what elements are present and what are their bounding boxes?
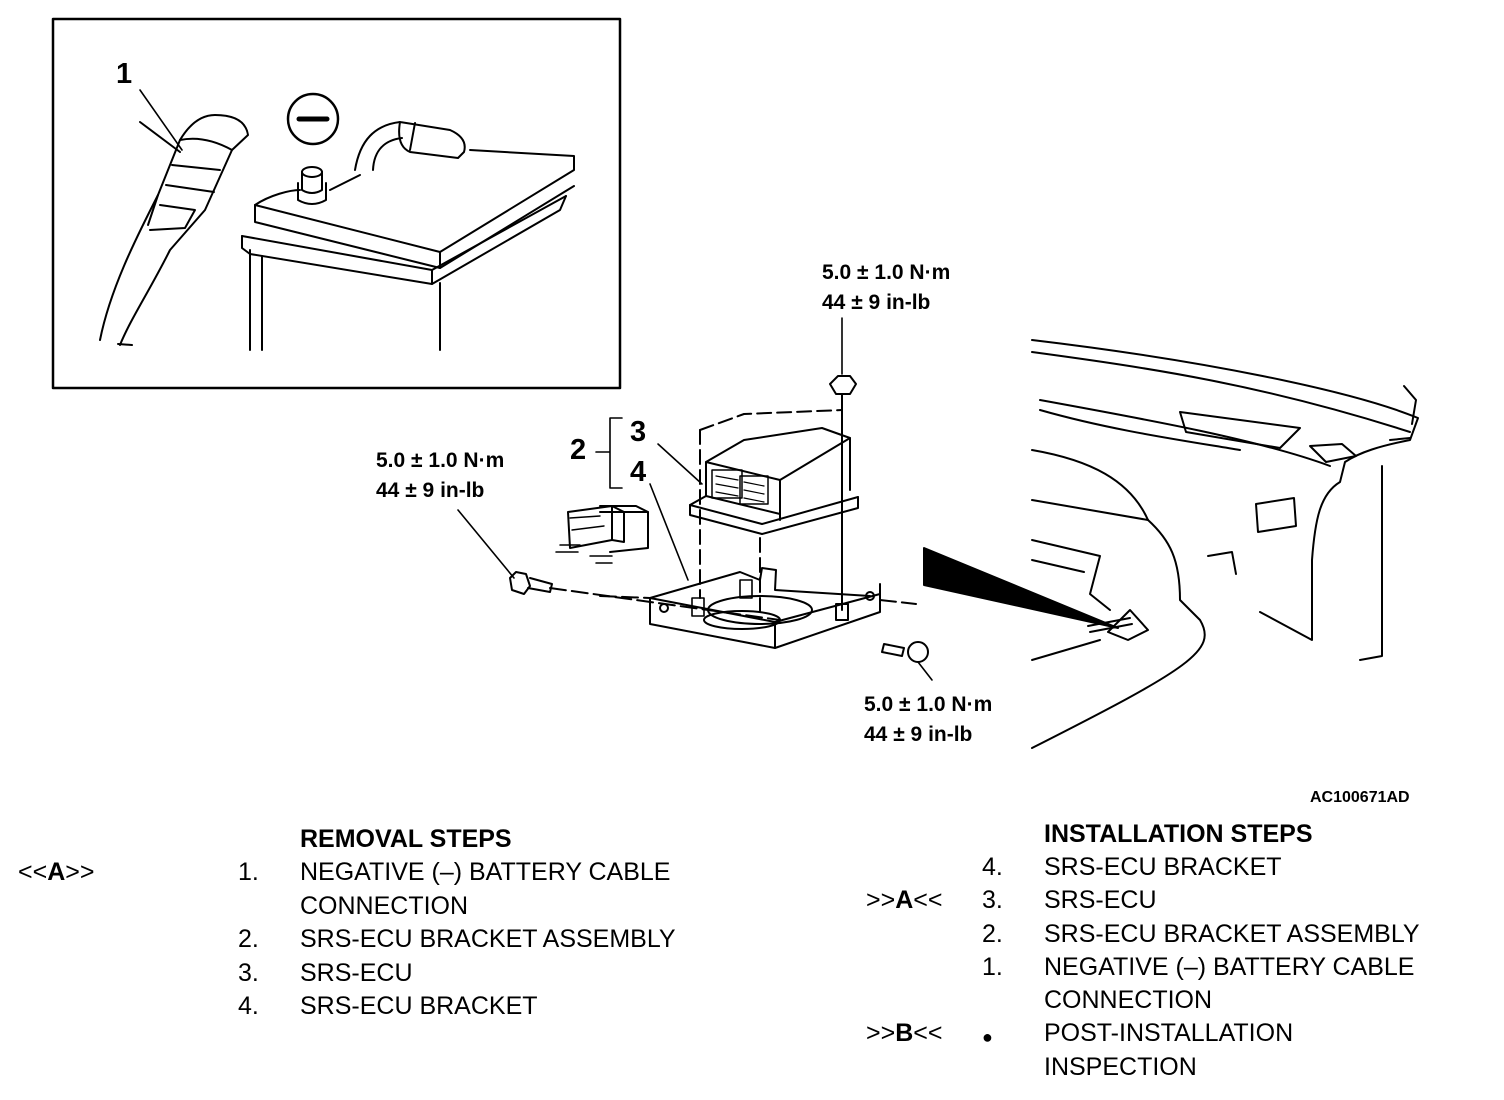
installation-service-point-a: >>A<< — [866, 884, 942, 918]
callout-3: 3 — [630, 416, 647, 448]
removal-step-text: SRS-ECU BRACKET — [300, 992, 538, 1020]
torque-nm: 5.0 ± 1.0 N·m — [864, 693, 993, 716]
callout-1: 1 — [116, 58, 133, 90]
code-suffix: << — [913, 1019, 943, 1047]
installation-step-num: 2. — [982, 920, 1003, 948]
dashboard-illustration — [1031, 339, 1419, 749]
srs-ecu-bracket-illustration — [549, 567, 917, 649]
removal-step-text: CONNECTION — [300, 892, 469, 920]
view-pointer — [923, 547, 1119, 629]
code-letter: B — [895, 1019, 914, 1047]
code-suffix: << — [913, 886, 943, 914]
battery-illustration — [99, 92, 575, 351]
harness-connectors — [555, 505, 649, 564]
code-letter: A — [895, 886, 914, 914]
torque-label-top: 5.0 ± 1.0 N·m 44 ± 9 in-lb — [822, 258, 950, 318]
callout-4: 4 — [630, 456, 647, 488]
removal-step-num: 4. — [238, 992, 259, 1020]
code-suffix: >> — [65, 858, 95, 886]
installation-service-point-b: >>B<< — [866, 1017, 942, 1051]
installation-step-num: 4. — [982, 853, 1003, 881]
installation-step-text: NEGATIVE (–) BATTERY CABLE — [1044, 953, 1415, 981]
code-prefix: << — [18, 858, 48, 886]
negative-terminal-icon — [286, 92, 340, 146]
torque-nm: 5.0 ± 1.0 N·m — [822, 261, 951, 284]
bullet-icon: ● — [982, 1027, 993, 1047]
torque-inlb: 44 ± 9 in-lb — [822, 291, 931, 314]
installation-step-text: SRS-ECU BRACKET ASSEMBLY — [1044, 920, 1420, 948]
srs-ecu-illustration — [689, 375, 859, 613]
installation-step-text: POST-INSTALLATION — [1044, 1019, 1294, 1047]
figure-id: AC100671AD — [1310, 789, 1410, 806]
callout-2: 2 — [570, 434, 587, 466]
removal-steps: REMOVAL STEPS <<A>> 1. NEGATIVE (–) BATT… — [18, 825, 676, 1020]
torque-label-bottom: 5.0 ± 1.0 N·m 44 ± 9 in-lb — [864, 690, 992, 750]
installation-step-text: SRS-ECU BRACKET — [1044, 853, 1282, 881]
code-prefix: >> — [866, 1019, 896, 1047]
code-letter: A — [47, 858, 66, 886]
installation-title: INSTALLATION STEPS — [1044, 820, 1313, 848]
code-prefix: >> — [866, 886, 896, 914]
installation-step-text: SRS-ECU — [1044, 886, 1157, 914]
torque-inlb: 44 ± 9 in-lb — [376, 479, 485, 502]
removal-step-num: 2. — [238, 925, 259, 953]
removal-title: REMOVAL STEPS — [300, 825, 512, 853]
removal-service-point-a: <<A>> — [18, 856, 94, 890]
removal-step-text: SRS-ECU BRACKET ASSEMBLY — [300, 925, 676, 953]
removal-step-num: 3. — [238, 959, 259, 987]
torque-label-left: 5.0 ± 1.0 N·m 44 ± 9 in-lb — [376, 446, 504, 506]
removal-step-text: NEGATIVE (–) BATTERY CABLE — [300, 858, 671, 886]
installation-step-num: 1. — [982, 953, 1003, 981]
bolt-left — [509, 571, 553, 595]
removal-step-num: 1. — [238, 858, 259, 886]
removal-step-text: SRS-ECU — [300, 959, 413, 987]
installation-step-text: CONNECTION — [1044, 986, 1213, 1014]
installation-step-text: INSPECTION — [1044, 1053, 1197, 1081]
installation-step-num: 3. — [982, 886, 1003, 914]
battery-inset-frame — [51, 17, 622, 390]
torque-nm: 5.0 ± 1.0 N·m — [376, 449, 505, 472]
torque-inlb: 44 ± 9 in-lb — [864, 723, 973, 746]
leader-lines — [139, 89, 933, 681]
